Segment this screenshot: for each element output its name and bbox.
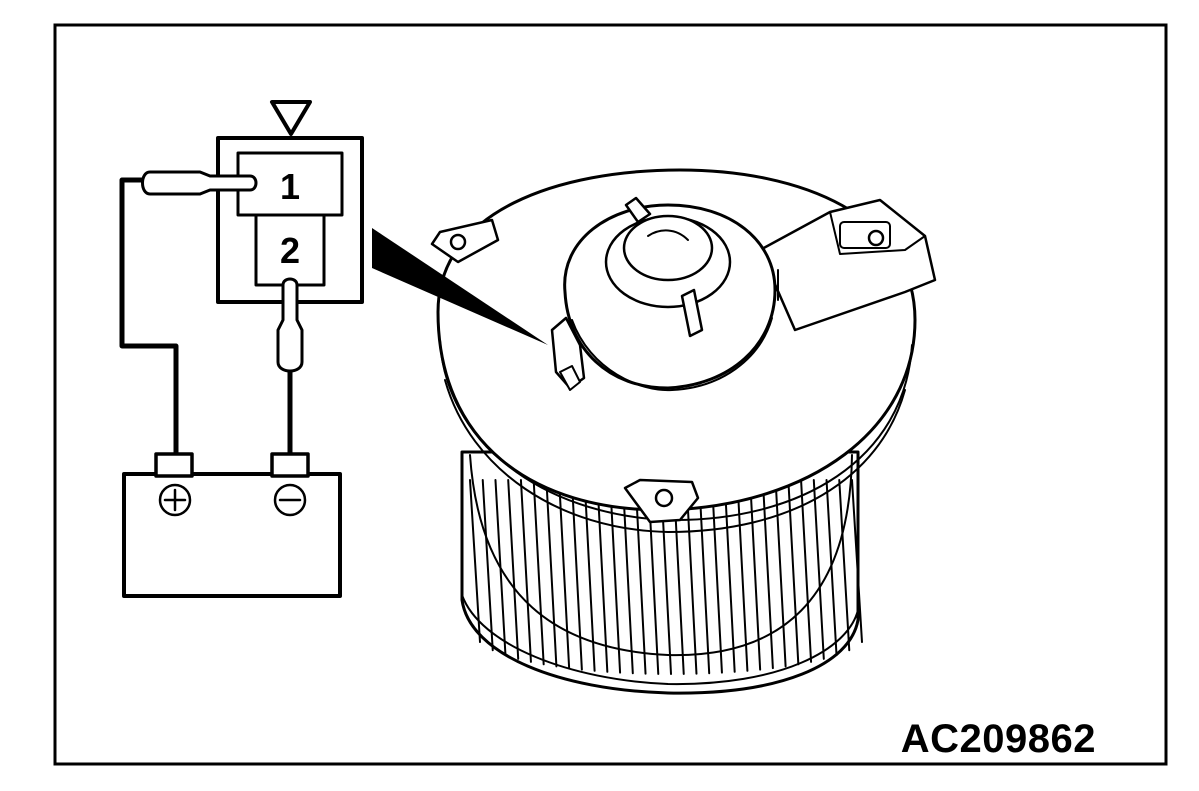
blower-motor-illustration [430,168,937,695]
fan-blade [825,479,838,657]
screw-hole-right [867,229,885,247]
pin-2-cavity [254,213,326,287]
motor-hub [550,196,777,392]
fan-blade [532,479,545,666]
connector-housing-arm [758,198,937,332]
test-leads [119,170,304,459]
fan-blade [596,479,609,673]
pin-2-label: 2 [280,230,300,271]
fan-blade [774,479,787,668]
connector-closeup: 1 2 [216,100,364,304]
fan-blade [621,479,634,675]
battery-terminal-negative [270,452,310,478]
fan-blade [634,479,647,675]
figure-id-code: AC209862 [901,717,1096,761]
battery-terminal-positive [154,452,194,478]
fan-cage [460,450,863,695]
screw-hole-bottom [654,488,674,508]
fan-blade [481,479,494,652]
fan-blade [494,479,507,657]
fan-blade [507,479,520,660]
positive-lead-wire [119,177,179,459]
screw-hole-left [449,233,467,251]
negative-probe [276,277,304,373]
battery [122,452,342,598]
fan-blade [545,479,558,668]
fan-blades [469,479,863,675]
fan-blade [698,479,711,675]
fan-blade [736,479,749,672]
fan-blade [851,479,863,644]
plus-symbol [158,483,192,517]
fan-blade [710,479,723,674]
view-arrow-icon [270,100,312,136]
fan-blade [583,479,596,672]
fan-blade [558,479,571,670]
pin-1-label: 1 [280,166,300,207]
fan-blade [685,479,698,675]
fan-blade [570,479,583,671]
fan-blade [800,479,813,663]
callout-wedge [372,228,548,345]
fan-blade [812,479,825,660]
fan-blade [723,479,736,673]
fan-blade [838,479,851,652]
minus-symbol [273,483,307,517]
motor-terminal-connector [550,316,586,390]
positive-probe [141,170,258,196]
fan-blade [761,479,774,670]
fan-blade [519,479,532,663]
battery-body [122,472,342,598]
fan-blade [469,479,481,644]
